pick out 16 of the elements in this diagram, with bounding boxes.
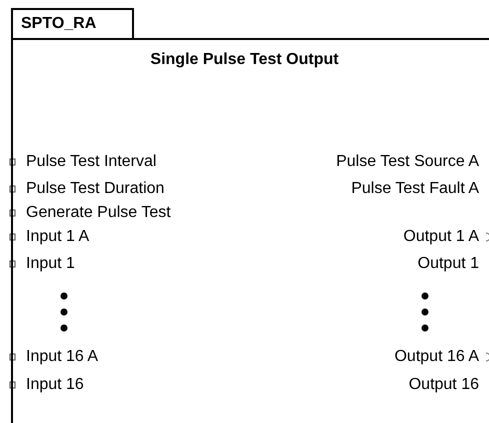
pin-label: Output 16 A <box>394 348 479 366</box>
pin-label: Input 16 <box>26 376 84 394</box>
pin-label: Generate Pulse Test <box>26 204 171 222</box>
pin-label: Pulse Test Interval <box>26 153 156 171</box>
pin-label: Output 16 <box>408 376 479 394</box>
block-title: Single Pulse Test Output <box>150 51 339 68</box>
pin-label: Input 16 A <box>26 348 98 366</box>
pin-label: Pulse Test Duration <box>26 180 164 198</box>
pin-label: Input 1 A <box>26 228 90 246</box>
block-name-tab: SPTO_RA <box>11 8 134 40</box>
pin-label: Pulse Test Source A <box>336 153 479 171</box>
pin-label: Input 1 <box>26 255 75 273</box>
function-block <box>11 38 489 423</box>
pin-label: Pulse Test Fault A <box>351 180 479 198</box>
pin-label: Output 1 A <box>403 228 479 246</box>
pin-label: Output 1 <box>418 255 479 273</box>
